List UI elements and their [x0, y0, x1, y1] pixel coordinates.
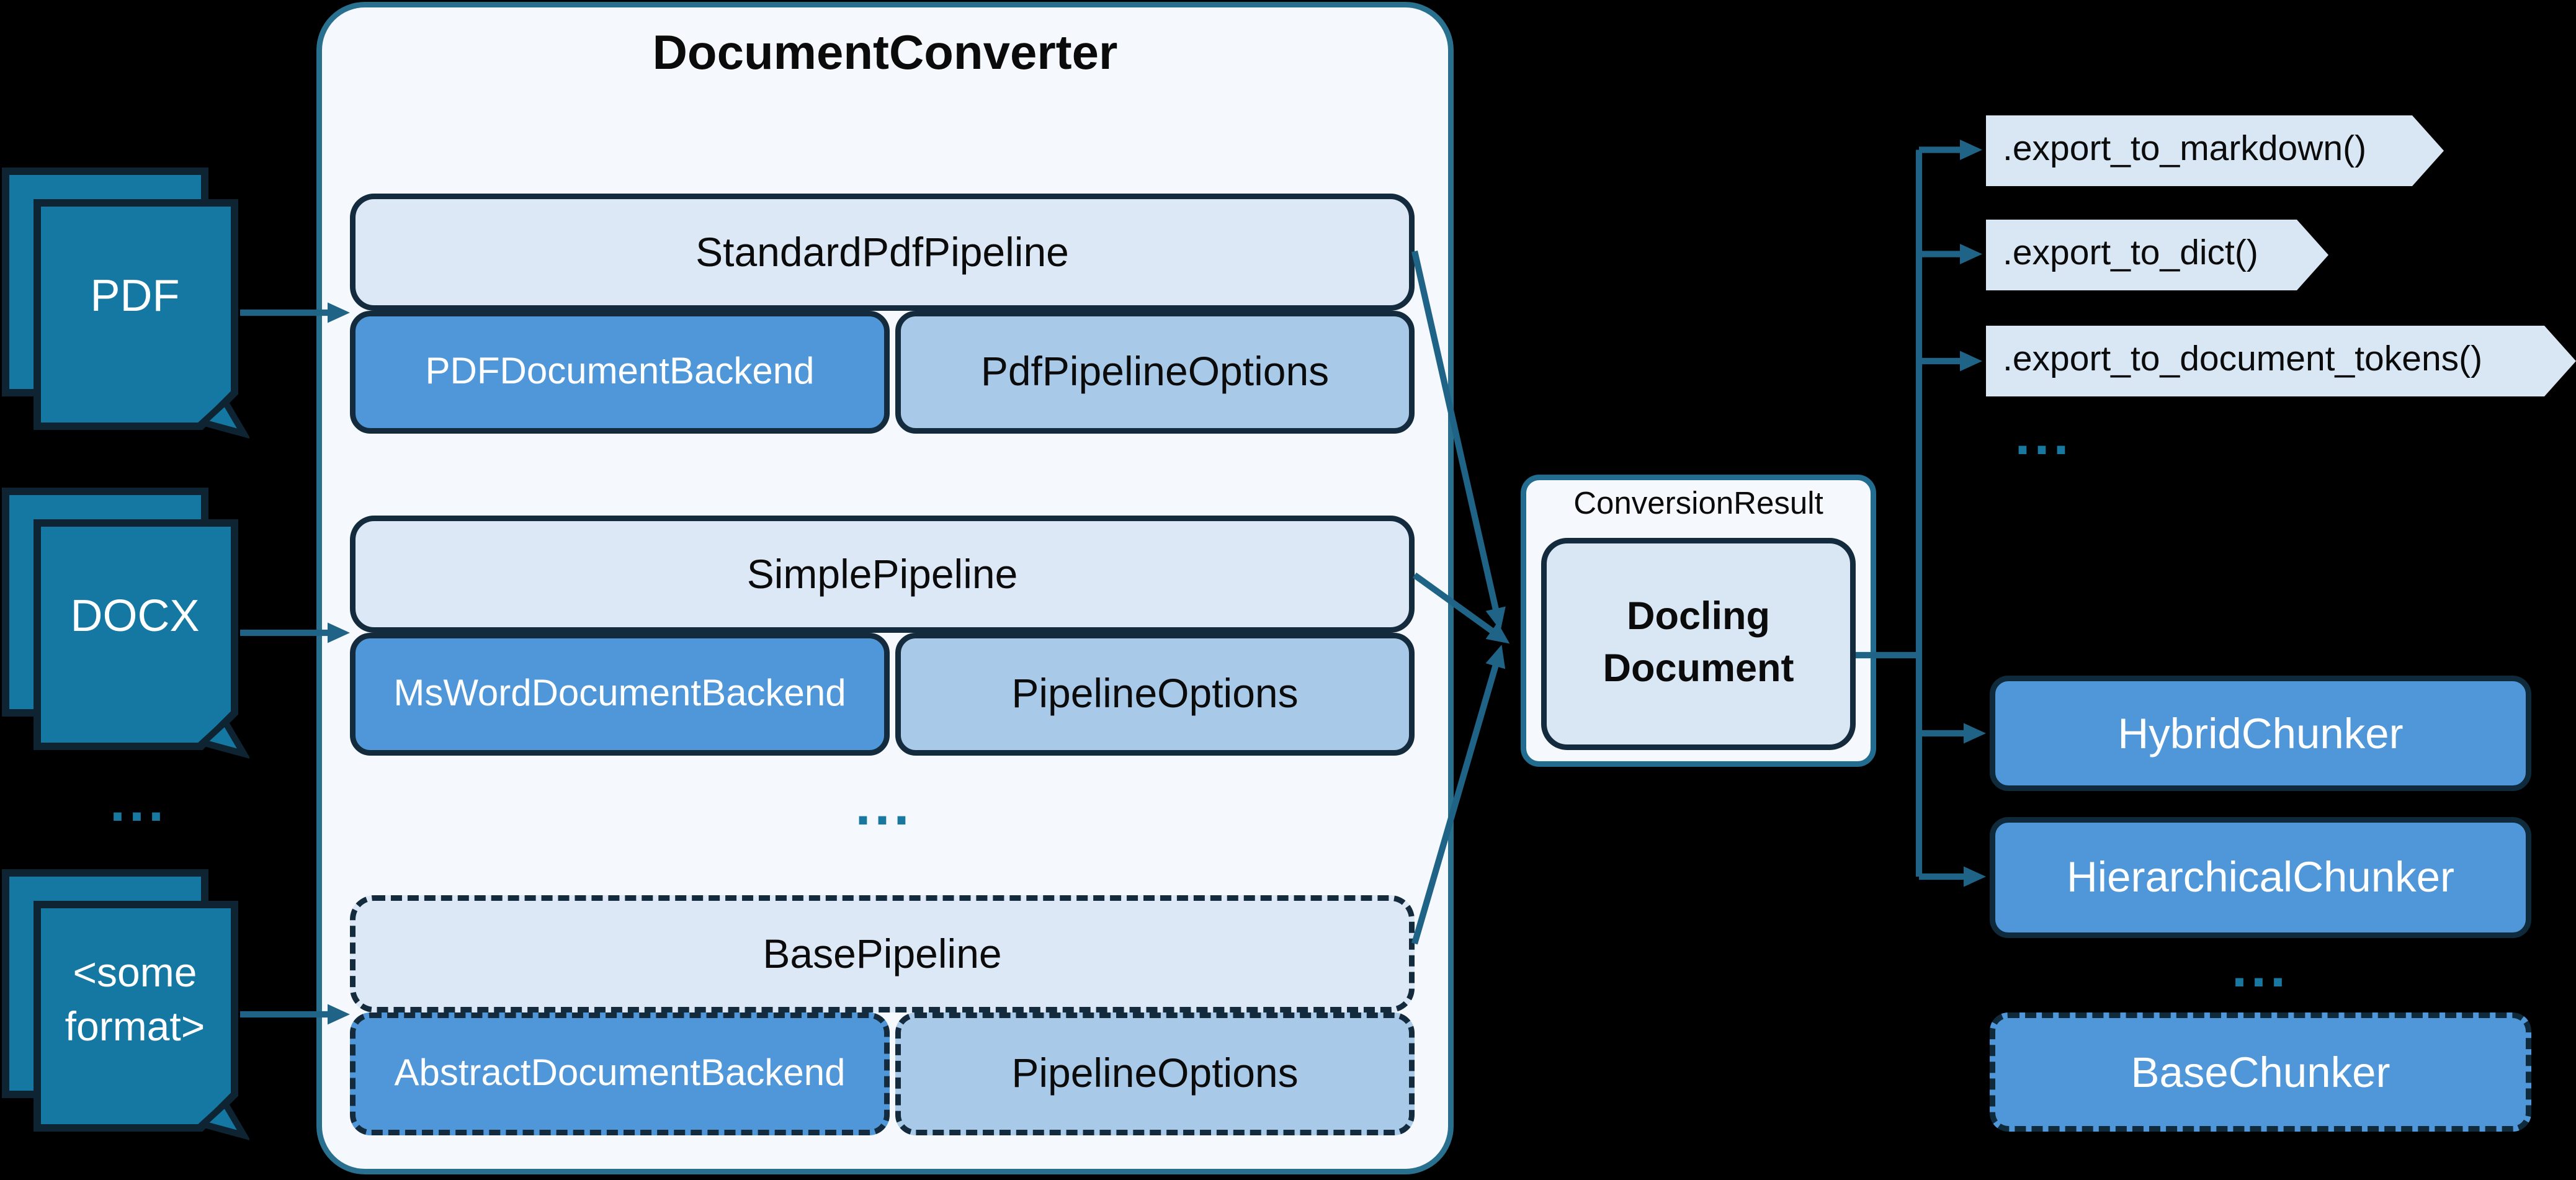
base-chunker-box: BaseChunker [1990, 1012, 2531, 1132]
document-pages-icon [2, 869, 249, 1140]
pdf-pipeline-options-label: PdfPipelineOptions [980, 348, 1330, 395]
exports-ellipsis: ... [2015, 406, 2073, 467]
export-to-dict-flag: .export_to_dict() [1986, 220, 2328, 290]
base-pipeline-label: BasePipeline [763, 929, 1002, 977]
pdf-pipeline-options-box: PdfPipelineOptions [895, 311, 1415, 434]
standard-pdf-pipeline-label: StandardPdfPipeline [695, 228, 1069, 275]
folded-corner-icon [196, 1098, 249, 1140]
hybrid-chunker-box: HybridChunker [1990, 676, 2531, 791]
simple-pipeline-label: SimplePipeline [746, 550, 1018, 597]
some-format-label-line1: <some [73, 948, 197, 995]
msword-document-backend-box: MsWordDocumentBackend [350, 633, 890, 756]
standard-pdf-pipeline-box: StandardPdfPipeline [350, 194, 1415, 311]
hierarchical-chunker-box: HierarchicalChunker [1990, 817, 2531, 938]
export-to-document-tokens-label: .export_to_document_tokens() [2003, 341, 2483, 380]
pdf-document-backend-box: PDFDocumentBackend [350, 311, 890, 434]
hybrid-chunker-label: HybridChunker [2118, 708, 2404, 757]
document-pages-icon [2, 488, 249, 759]
pipelines-ellipsis: ... [855, 776, 913, 838]
pipeline-options-label: PipelineOptions [1011, 670, 1299, 717]
base-chunker-label: BaseChunker [2131, 1047, 2390, 1096]
base-pipeline-options-label: PipelineOptions [1011, 1050, 1299, 1096]
folded-corner-icon [196, 717, 249, 759]
pipeline-options-box: PipelineOptions [895, 633, 1415, 756]
document-pages-icon [2, 168, 249, 439]
export-to-markdown-flag: .export_to_markdown() [1986, 115, 2444, 186]
docx-label: DOCX [70, 592, 200, 642]
abstract-document-backend-box: AbstractDocumentBackend [350, 1012, 890, 1135]
hierarchical-chunker-label: HierarchicalChunker [2066, 852, 2455, 901]
docling-document-box: Docling Document [1541, 538, 1856, 750]
document-converter-title: DocumentConverter [652, 23, 1118, 79]
some-format-document-stack: <some format> [0, 869, 249, 1141]
export-to-markdown-label: .export_to_markdown() [2003, 130, 2367, 169]
export-to-dict-label: .export_to_dict() [2003, 235, 2258, 274]
pdf-document-backend-label: PDFDocumentBackend [425, 351, 815, 392]
some-format-label-line2: format> [65, 1002, 205, 1049]
inputs-ellipsis: ... [109, 772, 168, 834]
docling-document-label-line2: Document [1603, 648, 1794, 691]
msword-document-backend-label: MsWordDocumentBackend [393, 673, 846, 714]
base-pipeline-options-box: PipelineOptions [895, 1012, 1415, 1135]
pdf-document-stack: PDF [0, 168, 249, 439]
docling-document-label-line1: Docling [1627, 596, 1770, 638]
base-pipeline-box: BasePipeline [350, 895, 1415, 1012]
abstract-document-backend-label: AbstractDocumentBackend [394, 1052, 846, 1094]
export-to-document-tokens-flag: .export_to_document_tokens() [1986, 326, 2576, 396]
pdf-label: PDF [90, 272, 180, 322]
conversion-result-label: ConversionResult [1573, 486, 1823, 521]
simple-pipeline-box: SimplePipeline [350, 516, 1415, 633]
chunkers-ellipsis: ... [2231, 938, 2289, 999]
folded-corner-icon [196, 396, 249, 439]
docx-document-stack: DOCX [0, 488, 249, 759]
